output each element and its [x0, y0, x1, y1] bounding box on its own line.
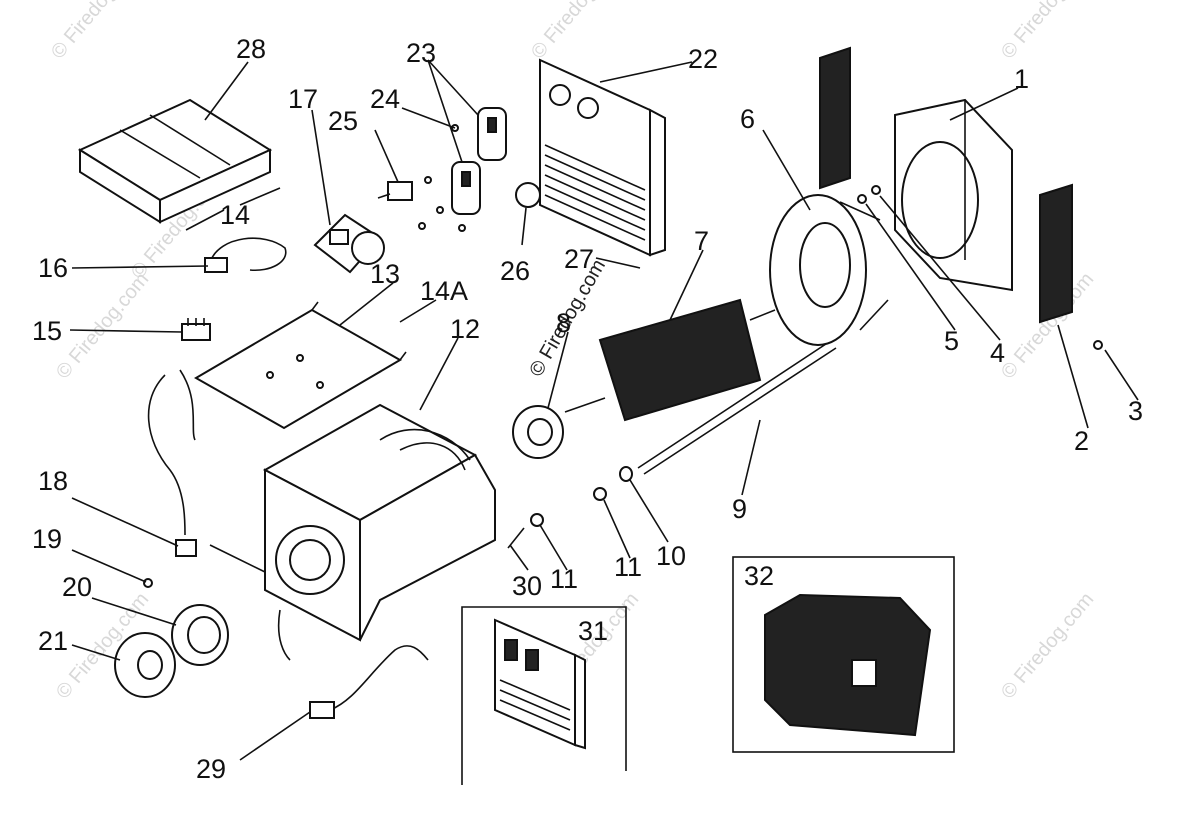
part-25-switch — [377, 181, 413, 201]
callout-label-24: 24 — [370, 84, 400, 114]
callout-labels: 1 2 3 4 5 6 7 8 9 10 11 11 12 13 14 14A … — [32, 34, 1143, 784]
part-30-bolt — [507, 513, 544, 549]
callout-label-28: 28 — [236, 34, 266, 64]
part-20-bearing — [171, 604, 229, 666]
part-3-screw — [1093, 340, 1103, 350]
callout-label-12: 12 — [450, 314, 480, 344]
callout-label-5: 5 — [944, 326, 959, 356]
callout-label-20: 20 — [62, 572, 92, 602]
callout-label-14a: 14A — [420, 276, 468, 306]
part-21-pulley — [114, 632, 176, 698]
callout-label-2: 2 — [1074, 426, 1089, 456]
callout-label-8: 8 — [556, 308, 571, 338]
callout-label-23: 23 — [406, 38, 436, 68]
callout-label-30: 30 — [512, 571, 542, 601]
panel-vents — [544, 144, 646, 241]
callout-label-22: 22 — [688, 44, 718, 74]
callout-label-19: 19 — [32, 524, 62, 554]
part-19-screw — [143, 578, 153, 588]
callout-label-10: 10 — [656, 541, 686, 571]
callout-label-9: 9 — [732, 494, 747, 524]
callout-label-31: 31 — [578, 616, 608, 646]
callout-label-32: 32 — [744, 561, 774, 591]
leader-lines — [69, 59, 1139, 761]
part-2-grill — [819, 46, 1073, 324]
part-18-wire-harness — [147, 369, 197, 557]
part-4-nut — [871, 185, 881, 195]
callout-label-27: 27 — [564, 244, 594, 274]
callout-label-21: 21 — [38, 626, 68, 656]
part-5-screw — [857, 194, 867, 204]
watermark: © Firedog.com — [997, 588, 1098, 703]
part-12-stator-housing — [262, 403, 496, 661]
part-9-through-bolt — [637, 339, 837, 475]
part-22-control-panel — [539, 58, 666, 257]
part-10-washer — [593, 466, 633, 501]
part-7-rotor — [564, 298, 776, 422]
callout-label-29: 29 — [196, 754, 226, 784]
callout-label-6: 6 — [740, 104, 755, 134]
part-17-rectifier — [313, 213, 385, 274]
callout-label-13: 13 — [370, 259, 400, 289]
callout-label-16: 16 — [38, 253, 68, 283]
watermark: © Firedog.com — [527, 0, 628, 63]
part-23-receptacles — [418, 107, 507, 232]
part-26-knob — [515, 182, 541, 208]
watermark: © Firedog.com — [47, 0, 148, 63]
part-28-cover — [77, 98, 273, 224]
callout-label-26: 26 — [500, 256, 530, 286]
callout-label-18: 18 — [38, 466, 68, 496]
callout-label-4: 4 — [990, 338, 1005, 368]
callout-label-3: 3 — [1128, 396, 1143, 426]
callout-label-7: 7 — [694, 226, 709, 256]
callout-label-11: 11 — [550, 564, 578, 594]
part-13-mounting-plate — [193, 301, 407, 430]
callout-label-11: 11 — [614, 552, 642, 582]
part-16-harness — [204, 237, 287, 273]
callout-label-1: 1 — [1014, 64, 1029, 94]
part-31-panel-kit-box — [461, 606, 627, 785]
watermark: © Firedog.com — [997, 0, 1098, 63]
callout-label-17: 17 — [288, 84, 318, 114]
part-32-generator-kit-box — [732, 556, 955, 753]
callout-label-25: 25 — [328, 106, 358, 136]
callout-label-14: 14 — [220, 200, 250, 230]
part-1-fan-shroud — [894, 98, 1013, 292]
part-6-fan — [769, 194, 889, 346]
part-8-bearing — [512, 405, 564, 459]
callout-label-15: 15 — [32, 316, 62, 346]
part-29-lead — [309, 645, 429, 719]
part-15-terminal — [181, 318, 211, 341]
watermark: © Firedog.com — [52, 268, 153, 383]
